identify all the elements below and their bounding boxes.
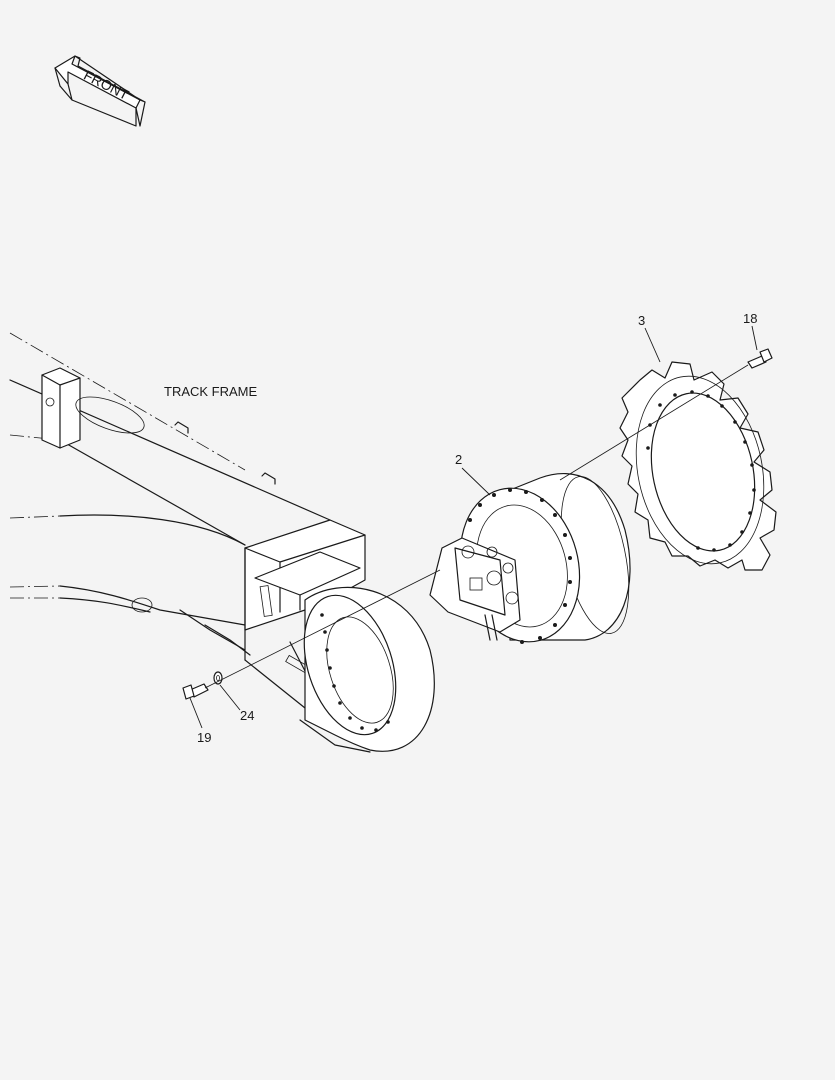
- callout-18: 18: [743, 311, 757, 326]
- travel-motor: [429, 473, 631, 644]
- washer-24: [213, 671, 223, 685]
- motor-flange-holes: [468, 488, 572, 644]
- bolt-18: [747, 348, 773, 369]
- assembly-line-upper: [559, 364, 749, 481]
- sprocket-bolt-holes: [646, 390, 756, 552]
- assembly-line-lower: [204, 569, 441, 689]
- front-arrow: FRONT: [54, 55, 146, 127]
- callout-2: 2: [455, 452, 462, 467]
- callout-19: 19: [197, 730, 211, 745]
- callout-3: 3: [638, 313, 645, 328]
- sprocket: [619, 361, 777, 571]
- track-frame-label: TRACK FRAME: [164, 384, 258, 399]
- track-frame: [9, 332, 435, 753]
- bolt-19: [182, 683, 209, 700]
- mount-bolt-holes: [320, 613, 390, 732]
- callout-24: 24: [240, 708, 254, 723]
- front-arrow-label: FRONT: [81, 67, 132, 103]
